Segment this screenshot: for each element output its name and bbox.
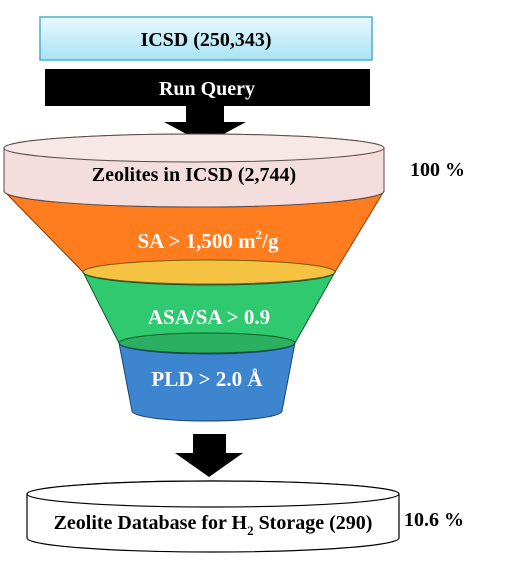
zeolites-disk: Zeolites in ICSD (2,744): [3, 133, 385, 208]
zeolites-label: Zeolites in ICSD (2,744): [92, 164, 296, 186]
pld-funnel: PLD > 2.0 Å: [118, 332, 296, 422]
asa-funnel: ASA/SA > 0.9: [82, 259, 336, 355]
icsd-label: ICSD (250,343): [140, 29, 271, 51]
asa-filter-label: ASA/SA > 0.9: [148, 305, 270, 329]
database-percent: 10.6 %: [404, 509, 464, 531]
run-query-bar: Run Query: [45, 69, 370, 106]
down-arrow-icon: [164, 106, 246, 144]
run-query-label: Run Query: [159, 78, 255, 100]
down-arrow-icon: [175, 434, 243, 477]
pld-filter-label: PLD > 2.0 Å: [151, 367, 263, 391]
sa-funnel: SA > 1,500 m2/g: [3, 189, 385, 286]
database-disk: Zeolite Database for H2 Storage (290): [26, 480, 400, 553]
zeolites-percent: 100 %: [410, 159, 465, 181]
database-label: Zeolite Database for H2 Storage (290): [54, 512, 373, 538]
icsd-box: ICSD (250,343): [39, 16, 373, 61]
sa-filter-label: SA > 1,500 m2/g: [138, 227, 279, 253]
